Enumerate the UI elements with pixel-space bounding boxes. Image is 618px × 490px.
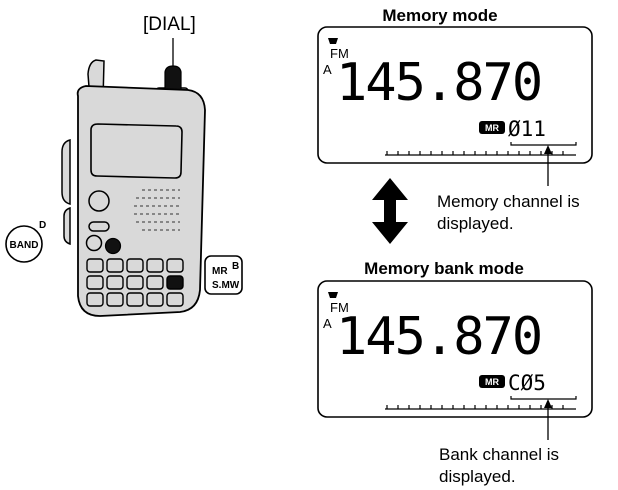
oval-button[interactable] (88, 221, 110, 232)
signal-icon (328, 292, 338, 298)
lcd-frame (317, 26, 593, 164)
side-button-lower[interactable] (63, 206, 71, 246)
lcd-channel: Ø11 (508, 117, 546, 141)
keypad-key[interactable] (126, 275, 144, 290)
keypad (86, 258, 184, 307)
keypad-key[interactable] (126, 258, 144, 273)
smw-key-target[interactable] (166, 275, 184, 290)
keypad-key[interactable] (146, 292, 164, 307)
bank-channel-arrowhead (544, 399, 552, 408)
mr-badge-text: MR (485, 377, 499, 387)
memory-channel-arrowhead (544, 145, 552, 154)
lcd-channel: CØ5 (508, 371, 546, 395)
keypad-key[interactable] (86, 258, 104, 273)
round-button[interactable] (88, 190, 110, 212)
keypad-key[interactable] (166, 292, 184, 307)
band-key-sup: D (39, 220, 46, 231)
band-key-label: BAND (10, 240, 39, 251)
function-key-dark[interactable] (104, 237, 122, 255)
bank-caption-line1: Bank channel is (439, 445, 559, 464)
radio-illustration: [DIAL] (61, 14, 206, 317)
keypad-key[interactable] (106, 258, 124, 273)
dial-label: [DIAL] (143, 14, 196, 35)
signal-icon (328, 38, 338, 44)
bank-caption-line2: displayed. (439, 467, 516, 486)
channel-bracket (510, 142, 577, 146)
memory-caption-line2: displayed. (437, 214, 514, 233)
lcd-frequency: 145.870 (336, 53, 541, 113)
keypad-key[interactable] (146, 258, 164, 273)
mr-badge (479, 375, 505, 388)
smw-key-callout[interactable]: MR B S.MW (204, 255, 243, 295)
band-key-callout[interactable]: BAND D (5, 220, 46, 263)
keypad-key[interactable] (86, 275, 104, 290)
mr-key-bottom: S.MW (212, 280, 240, 291)
lcd-band-marker: A (323, 62, 332, 77)
lcd-frequency: 145.870 (336, 307, 541, 367)
side-button-upper[interactable] (61, 139, 71, 205)
mr-badge (479, 121, 505, 134)
memory-caption-line1: Memory channel is (437, 192, 580, 211)
band-key-target[interactable] (85, 234, 103, 252)
bank-mode-lcd: FM A 145.870 MR CØ5 (317, 280, 593, 418)
keypad-key[interactable] (146, 275, 164, 290)
smw-key-frame[interactable] (204, 255, 243, 295)
radio-lcd (90, 123, 183, 179)
s-meter-scale (385, 151, 576, 156)
mr-key-top: MR (212, 266, 228, 277)
memory-mode-lcd: FM A 145.870 MR Ø11 (317, 26, 593, 164)
lcd-mode: FM (330, 300, 349, 315)
memory-mode-title: Memory mode (382, 6, 497, 25)
s-meter-scale (385, 405, 576, 410)
keypad-key[interactable] (106, 275, 124, 290)
channel-bracket (510, 396, 577, 400)
speaker-grille (134, 189, 180, 231)
bank-mode-title: Memory bank mode (364, 259, 524, 278)
keypad-key[interactable] (106, 292, 124, 307)
mr-badge-text: MR (485, 123, 499, 133)
lcd-band-marker: A (323, 316, 332, 331)
keypad-key[interactable] (166, 258, 184, 273)
dial-knob[interactable] (164, 65, 182, 91)
band-key-circle[interactable] (5, 225, 43, 263)
lcd-frame (317, 280, 593, 418)
mode-toggle-arrow (372, 178, 408, 244)
lcd-mode: FM (330, 46, 349, 61)
keypad-key[interactable] (126, 292, 144, 307)
mr-key-sup: B (232, 261, 239, 272)
keypad-key[interactable] (86, 292, 104, 307)
